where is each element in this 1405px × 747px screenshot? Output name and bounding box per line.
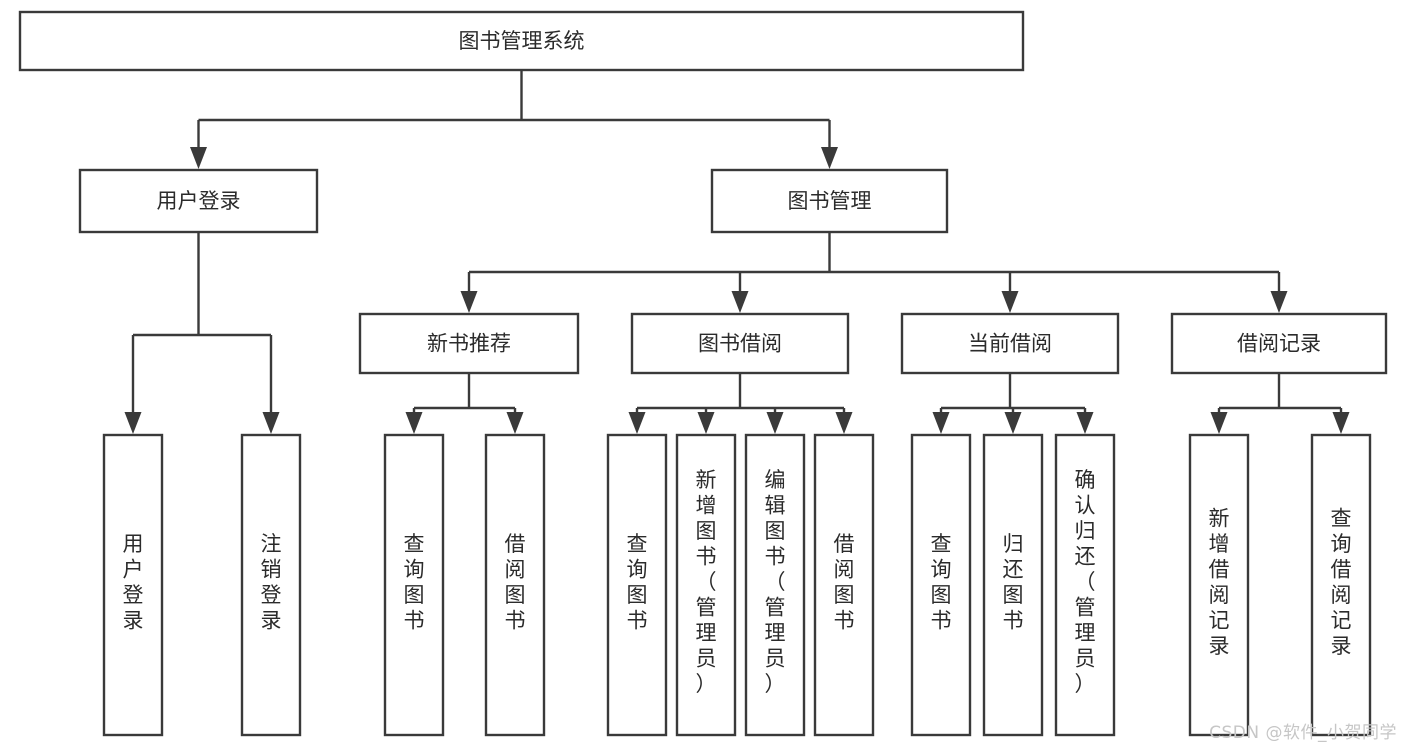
- node-label-leaf-borrow-book-recommend: 借阅图书: [505, 532, 526, 633]
- node-box-leaf-query-book-borrow[interactable]: [606, 433, 668, 737]
- connector-new-book-recommend: [405, 373, 524, 434]
- node-box-leaf-edit-book-admin[interactable]: [744, 433, 806, 737]
- arrowhead-icon: [460, 291, 478, 313]
- node-box-leaf-borrow-book-recommend[interactable]: [484, 433, 546, 737]
- node-label-leaf-add-borrow-record: 新增借阅记录: [1209, 506, 1230, 658]
- node-leaf-confirm-return-admin[interactable]: 确认归还（管理员）: [1054, 433, 1116, 737]
- node-label-leaf-query-book-borrow: 查询图书: [627, 532, 648, 633]
- node-box-leaf-query-borrow-record[interactable]: [1310, 433, 1372, 737]
- connector-root: [190, 70, 838, 169]
- node-borrow-record[interactable]: 借阅记录: [1170, 312, 1388, 375]
- arrowhead-icon: [1001, 291, 1019, 313]
- node-leaf-logout[interactable]: 注销登录: [240, 433, 302, 737]
- node-user-login[interactable]: 用户登录: [78, 168, 319, 234]
- node-label-leaf-borrow-book: 借阅图书: [834, 532, 855, 633]
- node-label-leaf-edit-book-admin: 编辑图书（管理员）: [765, 468, 786, 696]
- node-label-leaf-add-book-admin: 新增图书（管理员）: [696, 468, 717, 696]
- arrowhead-icon: [731, 291, 749, 313]
- node-leaf-query-book-current[interactable]: 查询图书: [910, 433, 972, 737]
- node-label-borrow-record: 借阅记录: [1237, 332, 1321, 356]
- node-leaf-edit-book-admin[interactable]: 编辑图书（管理员）: [744, 433, 806, 737]
- node-box-user-login[interactable]: [78, 168, 319, 234]
- node-label-root: 图书管理系统: [459, 29, 585, 53]
- arrowhead-icon: [1076, 412, 1094, 434]
- node-box-leaf-query-book-recommend[interactable]: [383, 433, 445, 737]
- nodes-layer: 图书管理系统用户登录图书管理新书推荐图书借阅当前借阅借阅记录用户登录注销登录查询…: [18, 10, 1388, 737]
- arrowhead-icon: [506, 412, 524, 434]
- node-leaf-add-book-admin[interactable]: 新增图书（管理员）: [675, 433, 737, 737]
- arrowhead-icon: [1210, 412, 1228, 434]
- node-leaf-query-book-recommend[interactable]: 查询图书: [383, 433, 445, 737]
- node-box-leaf-return-book[interactable]: [982, 433, 1044, 737]
- node-leaf-query-book-borrow[interactable]: 查询图书: [606, 433, 668, 737]
- arrowhead-icon: [766, 412, 784, 434]
- node-leaf-add-borrow-record[interactable]: 新增借阅记录: [1188, 433, 1250, 737]
- arrowhead-icon: [1004, 412, 1022, 434]
- node-label-user-login: 用户登录: [157, 189, 241, 213]
- node-label-current-borrow: 当前借阅: [968, 332, 1052, 356]
- node-box-borrow-record[interactable]: [1170, 312, 1388, 375]
- arrowhead-icon: [405, 412, 423, 434]
- watermark-label: CSDN @软件_小贺同学: [1209, 723, 1397, 743]
- arrowhead-icon: [190, 147, 207, 169]
- arrowhead-icon: [1332, 412, 1350, 434]
- connector-borrow-record: [1210, 373, 1350, 434]
- node-leaf-return-book[interactable]: 归还图书: [982, 433, 1044, 737]
- node-book-borrow[interactable]: 图书借阅: [630, 312, 850, 375]
- arrowhead-icon: [628, 412, 646, 434]
- node-label-book-borrow: 图书借阅: [698, 332, 782, 356]
- node-label-leaf-logout: 注销登录: [261, 532, 282, 633]
- connector-book-manage: [460, 232, 1288, 313]
- arrowhead-icon: [835, 412, 853, 434]
- arrowhead-icon: [932, 412, 950, 434]
- node-label-leaf-confirm-return-admin: 确认归还（管理员）: [1075, 468, 1096, 696]
- connector-current-borrow: [932, 373, 1094, 434]
- connectors-layer: [124, 70, 1350, 434]
- node-label-leaf-query-book-current: 查询图书: [931, 532, 952, 633]
- arrowhead-icon: [262, 412, 280, 434]
- node-box-root[interactable]: [18, 10, 1025, 72]
- node-leaf-user-login[interactable]: 用户登录: [102, 433, 164, 737]
- connector-user-login: [124, 232, 280, 434]
- node-current-borrow[interactable]: 当前借阅: [900, 312, 1120, 375]
- connector-book-borrow: [628, 373, 853, 434]
- node-label-leaf-query-borrow-record: 查询借阅记录: [1331, 506, 1352, 658]
- node-leaf-borrow-book[interactable]: 借阅图书: [813, 433, 875, 737]
- node-box-leaf-confirm-return-admin[interactable]: [1054, 433, 1116, 737]
- arrowhead-icon: [124, 412, 142, 434]
- node-book-manage[interactable]: 图书管理: [710, 168, 949, 234]
- node-label-leaf-return-book: 归还图书: [1003, 532, 1024, 633]
- node-box-leaf-logout[interactable]: [240, 433, 302, 737]
- node-leaf-query-borrow-record[interactable]: 查询借阅记录: [1310, 433, 1372, 737]
- node-leaf-borrow-book-recommend[interactable]: 借阅图书: [484, 433, 546, 737]
- node-label-leaf-query-book-recommend: 查询图书: [404, 532, 425, 633]
- node-new-book-recommend[interactable]: 新书推荐: [358, 312, 580, 375]
- node-box-leaf-add-book-admin[interactable]: [675, 433, 737, 737]
- arrowhead-icon: [821, 147, 838, 169]
- node-label-book-manage: 图书管理: [788, 189, 872, 213]
- node-label-leaf-user-login: 用户登录: [123, 532, 144, 633]
- node-box-leaf-user-login[interactable]: [102, 433, 164, 737]
- node-root[interactable]: 图书管理系统: [18, 10, 1025, 72]
- node-box-leaf-add-borrow-record[interactable]: [1188, 433, 1250, 737]
- arrowhead-icon: [697, 412, 715, 434]
- node-box-new-book-recommend[interactable]: [358, 312, 580, 375]
- node-box-leaf-query-book-current[interactable]: [910, 433, 972, 737]
- arrowhead-icon: [1270, 291, 1288, 313]
- node-label-new-book-recommend: 新书推荐: [427, 332, 511, 356]
- node-box-leaf-borrow-book[interactable]: [813, 433, 875, 737]
- node-box-book-borrow[interactable]: [630, 312, 850, 375]
- node-box-book-manage[interactable]: [710, 168, 949, 234]
- node-box-current-borrow[interactable]: [900, 312, 1120, 375]
